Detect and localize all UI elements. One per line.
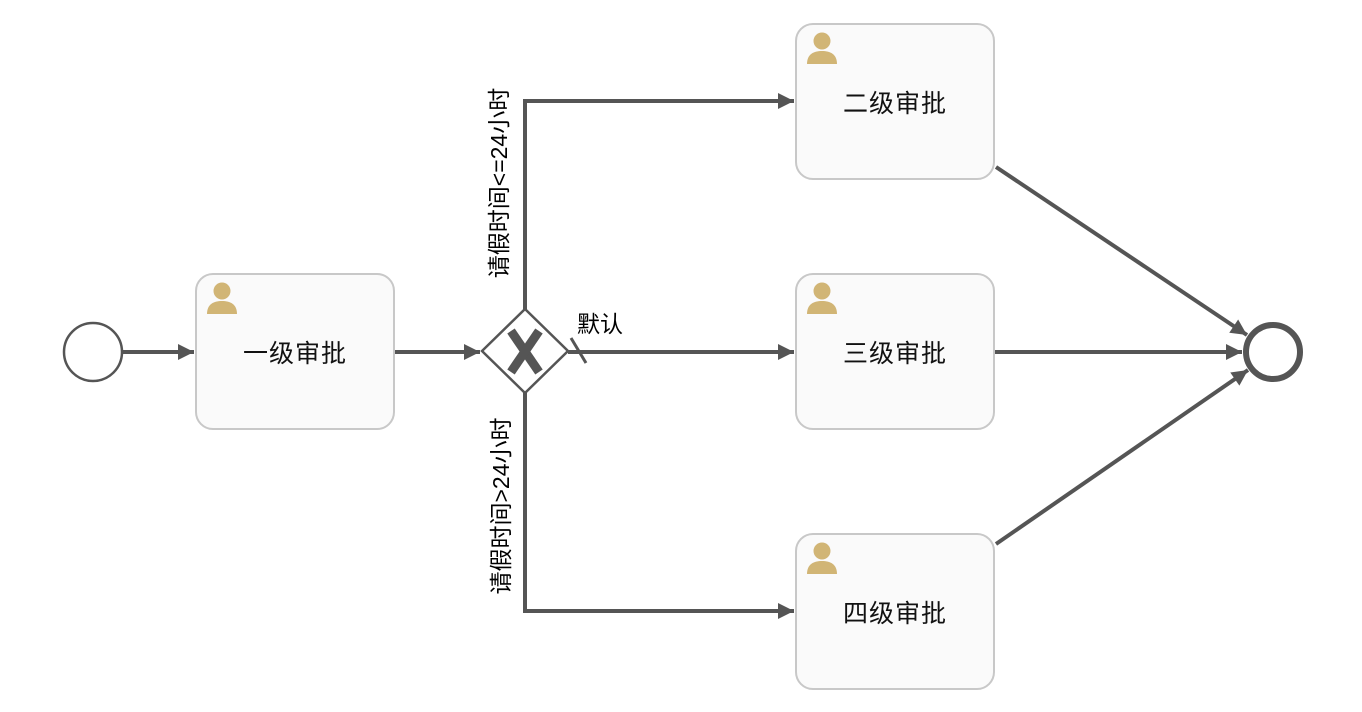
flow-condition-label-bottom: 请假时间>24小时 [488,417,514,594]
user-task-level-3[interactable]: 三级审批 [795,273,995,430]
user-icon [207,282,237,314]
start-event[interactable] [62,321,124,383]
default-flow-slash [569,337,588,364]
user-icon [807,32,837,64]
task-label: 四级审批 [842,599,947,628]
user-task-level-1[interactable]: 一级审批 [195,273,395,430]
task-label: 二级审批 [842,89,947,118]
end-event[interactable] [1243,322,1303,382]
flow-task4-to-end[interactable] [994,368,1250,546]
user-icon [807,282,837,314]
flow-condition-label-top: 请假时间<=24小时 [486,88,512,278]
task-label: 三级审批 [842,339,947,368]
gateway-x-icon [507,328,543,375]
flow-gateway-to-task4[interactable] [523,391,794,619]
user-icon [807,542,837,574]
flow-condition-label-default: 默认 [577,311,623,337]
exclusive-gateway[interactable] [480,307,570,395]
user-task-level-2[interactable]: 二级审批 [795,23,995,180]
task-label: 一级审批 [242,339,347,368]
flow-gateway-to-task2[interactable] [523,93,794,311]
user-task-level-4[interactable]: 四级审批 [795,533,995,690]
flow-task2-to-end[interactable] [994,165,1249,337]
